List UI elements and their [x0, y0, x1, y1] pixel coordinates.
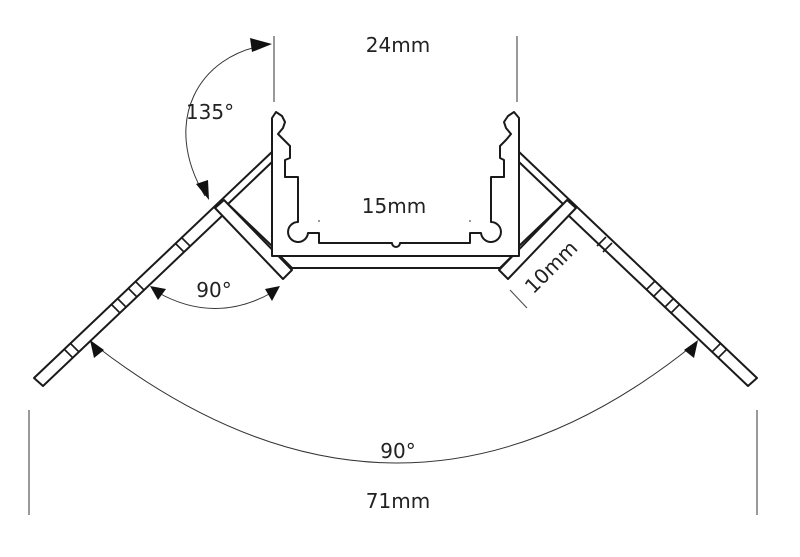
- dim-label-15mm: 15mm: [362, 194, 426, 218]
- right-stub: [498, 199, 577, 280]
- angle-label-135: 135°: [186, 100, 234, 124]
- angle-label-90-stub: 90°: [196, 278, 231, 302]
- arrow-head-icon: [265, 286, 280, 301]
- arrow-head-icon: [90, 340, 104, 358]
- right-wing-markings: [596, 236, 728, 359]
- angle-label-90-wings: 90°: [380, 439, 415, 463]
- right-triangle-web: [518, 161, 564, 247]
- angle-135-dimension: [185, 38, 272, 200]
- arrow-head-icon: [150, 286, 166, 300]
- arrow-head-icon: [684, 340, 698, 358]
- left-wing: [33, 149, 284, 387]
- angle-90-small-dimension: [150, 286, 280, 309]
- ext-line-10mm: [509, 289, 528, 309]
- arrow-head-icon: [250, 38, 272, 52]
- arrow-head-icon: [196, 180, 209, 200]
- left-stub: [214, 199, 293, 280]
- angle-90-large-dimension: [90, 340, 698, 464]
- dim-label-71mm: 71mm: [366, 489, 430, 513]
- left-triangle-web: [227, 161, 273, 247]
- base-bar: [279, 255, 513, 269]
- dim-label-24mm: 24mm: [366, 33, 430, 57]
- left-wing-markings: [63, 236, 191, 359]
